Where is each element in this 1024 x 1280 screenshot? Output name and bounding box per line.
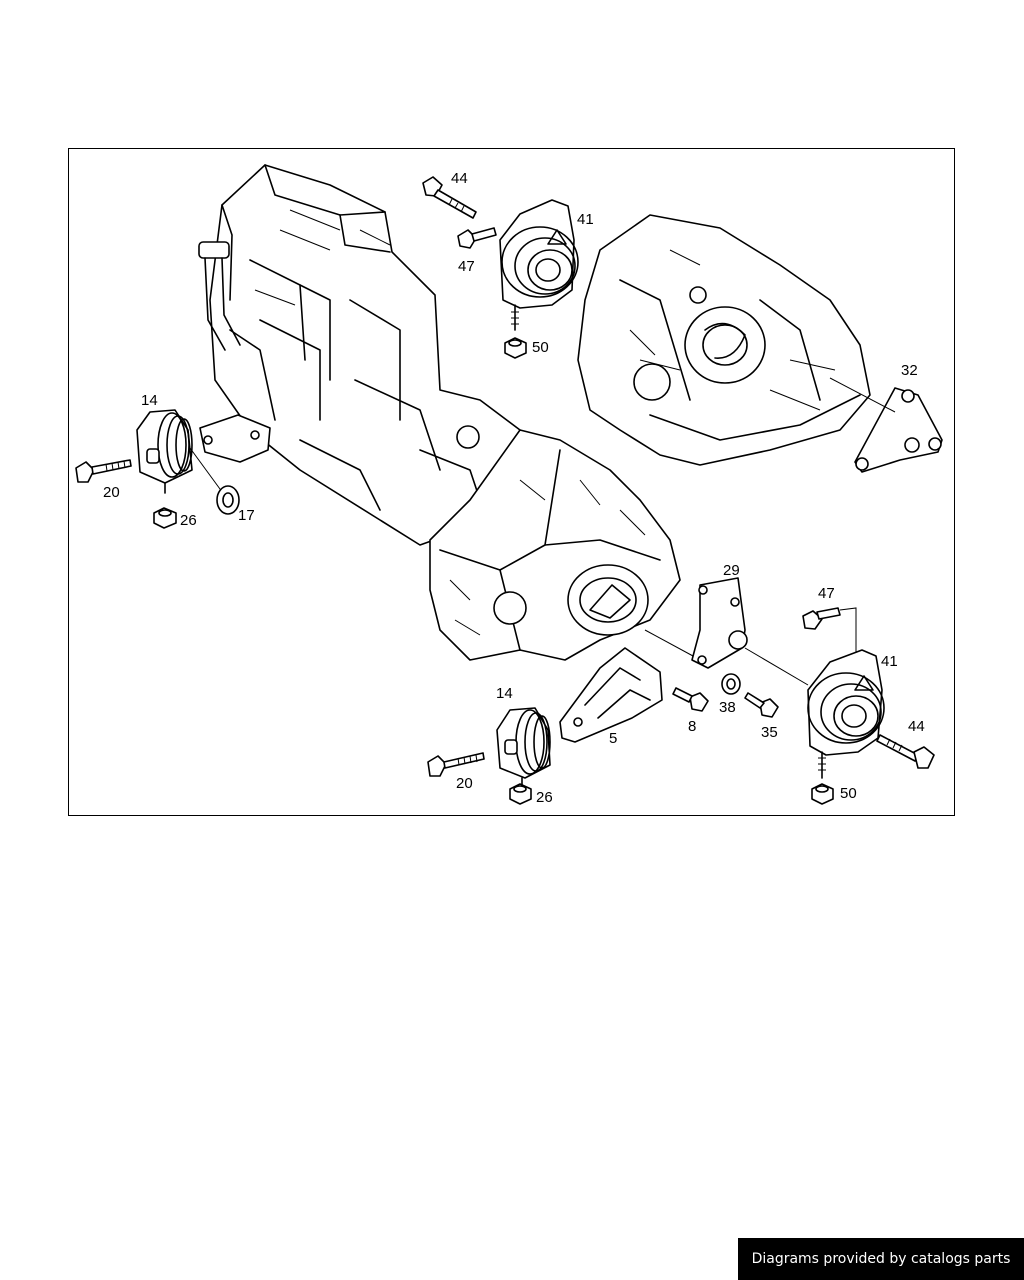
mount-14-left-drawing bbox=[136, 409, 229, 501]
callout-8: 8 bbox=[688, 718, 697, 735]
callout-38: 38 bbox=[719, 699, 736, 716]
bracket-29-drawing bbox=[644, 577, 809, 686]
callout-35: 35 bbox=[761, 724, 778, 741]
callout-17: 17 bbox=[238, 507, 255, 524]
engine-block-drawing bbox=[198, 164, 541, 546]
bolt-35-drawing bbox=[744, 692, 779, 718]
nut-26-left-drawing bbox=[153, 507, 177, 529]
callout-26-bottom: 26 bbox=[536, 789, 553, 806]
callout-47-top: 47 bbox=[458, 258, 475, 275]
front-transmission-drawing bbox=[429, 429, 681, 661]
bolt-47-right-drawing bbox=[802, 607, 857, 652]
bolt-44-top-drawing bbox=[422, 176, 477, 219]
callout-26-left: 26 bbox=[180, 512, 197, 529]
callout-5: 5 bbox=[609, 730, 618, 747]
footer-credit-text: Diagrams provided by catalogs parts bbox=[751, 1251, 1011, 1267]
callout-47-right: 47 bbox=[818, 585, 835, 602]
nut-26-bottom-drawing bbox=[509, 783, 532, 805]
bolt-47-top-drawing bbox=[457, 227, 497, 249]
bolt-20-left-drawing bbox=[75, 459, 132, 483]
callout-44-top: 44 bbox=[451, 170, 468, 187]
nut-50-top-drawing bbox=[504, 337, 527, 359]
callout-29: 29 bbox=[723, 562, 740, 579]
callout-41-right: 41 bbox=[881, 653, 898, 670]
bracket-5-drawing bbox=[559, 647, 663, 743]
bolt-20-bottom-drawing bbox=[427, 752, 485, 777]
footer-credit-badge: Diagrams provided by catalogs parts bbox=[738, 1238, 1024, 1280]
mount-41-right-drawing bbox=[807, 649, 885, 779]
callout-50-top: 50 bbox=[532, 339, 549, 356]
mount-41-top-drawing bbox=[499, 199, 579, 331]
callout-20-left: 20 bbox=[103, 484, 120, 501]
callout-32: 32 bbox=[901, 362, 918, 379]
callout-20-bottom: 20 bbox=[456, 775, 473, 792]
bracket-32-drawing bbox=[829, 377, 943, 473]
small-bracket-drawing bbox=[199, 414, 271, 463]
callout-44-right: 44 bbox=[908, 718, 925, 735]
washer-17-drawing bbox=[216, 485, 240, 515]
callout-14-left: 14 bbox=[141, 392, 158, 409]
rear-transmission-drawing bbox=[577, 214, 871, 466]
callout-14-bottom: 14 bbox=[496, 685, 513, 702]
callout-41-top: 41 bbox=[577, 211, 594, 228]
nut-50-right-drawing bbox=[811, 783, 834, 805]
washer-38-drawing bbox=[721, 673, 741, 695]
mount-14-bottom-drawing bbox=[496, 707, 551, 787]
callout-50-right: 50 bbox=[840, 785, 857, 802]
bolt-44-right-drawing bbox=[876, 734, 935, 769]
bolt-8-drawing bbox=[672, 687, 709, 712]
